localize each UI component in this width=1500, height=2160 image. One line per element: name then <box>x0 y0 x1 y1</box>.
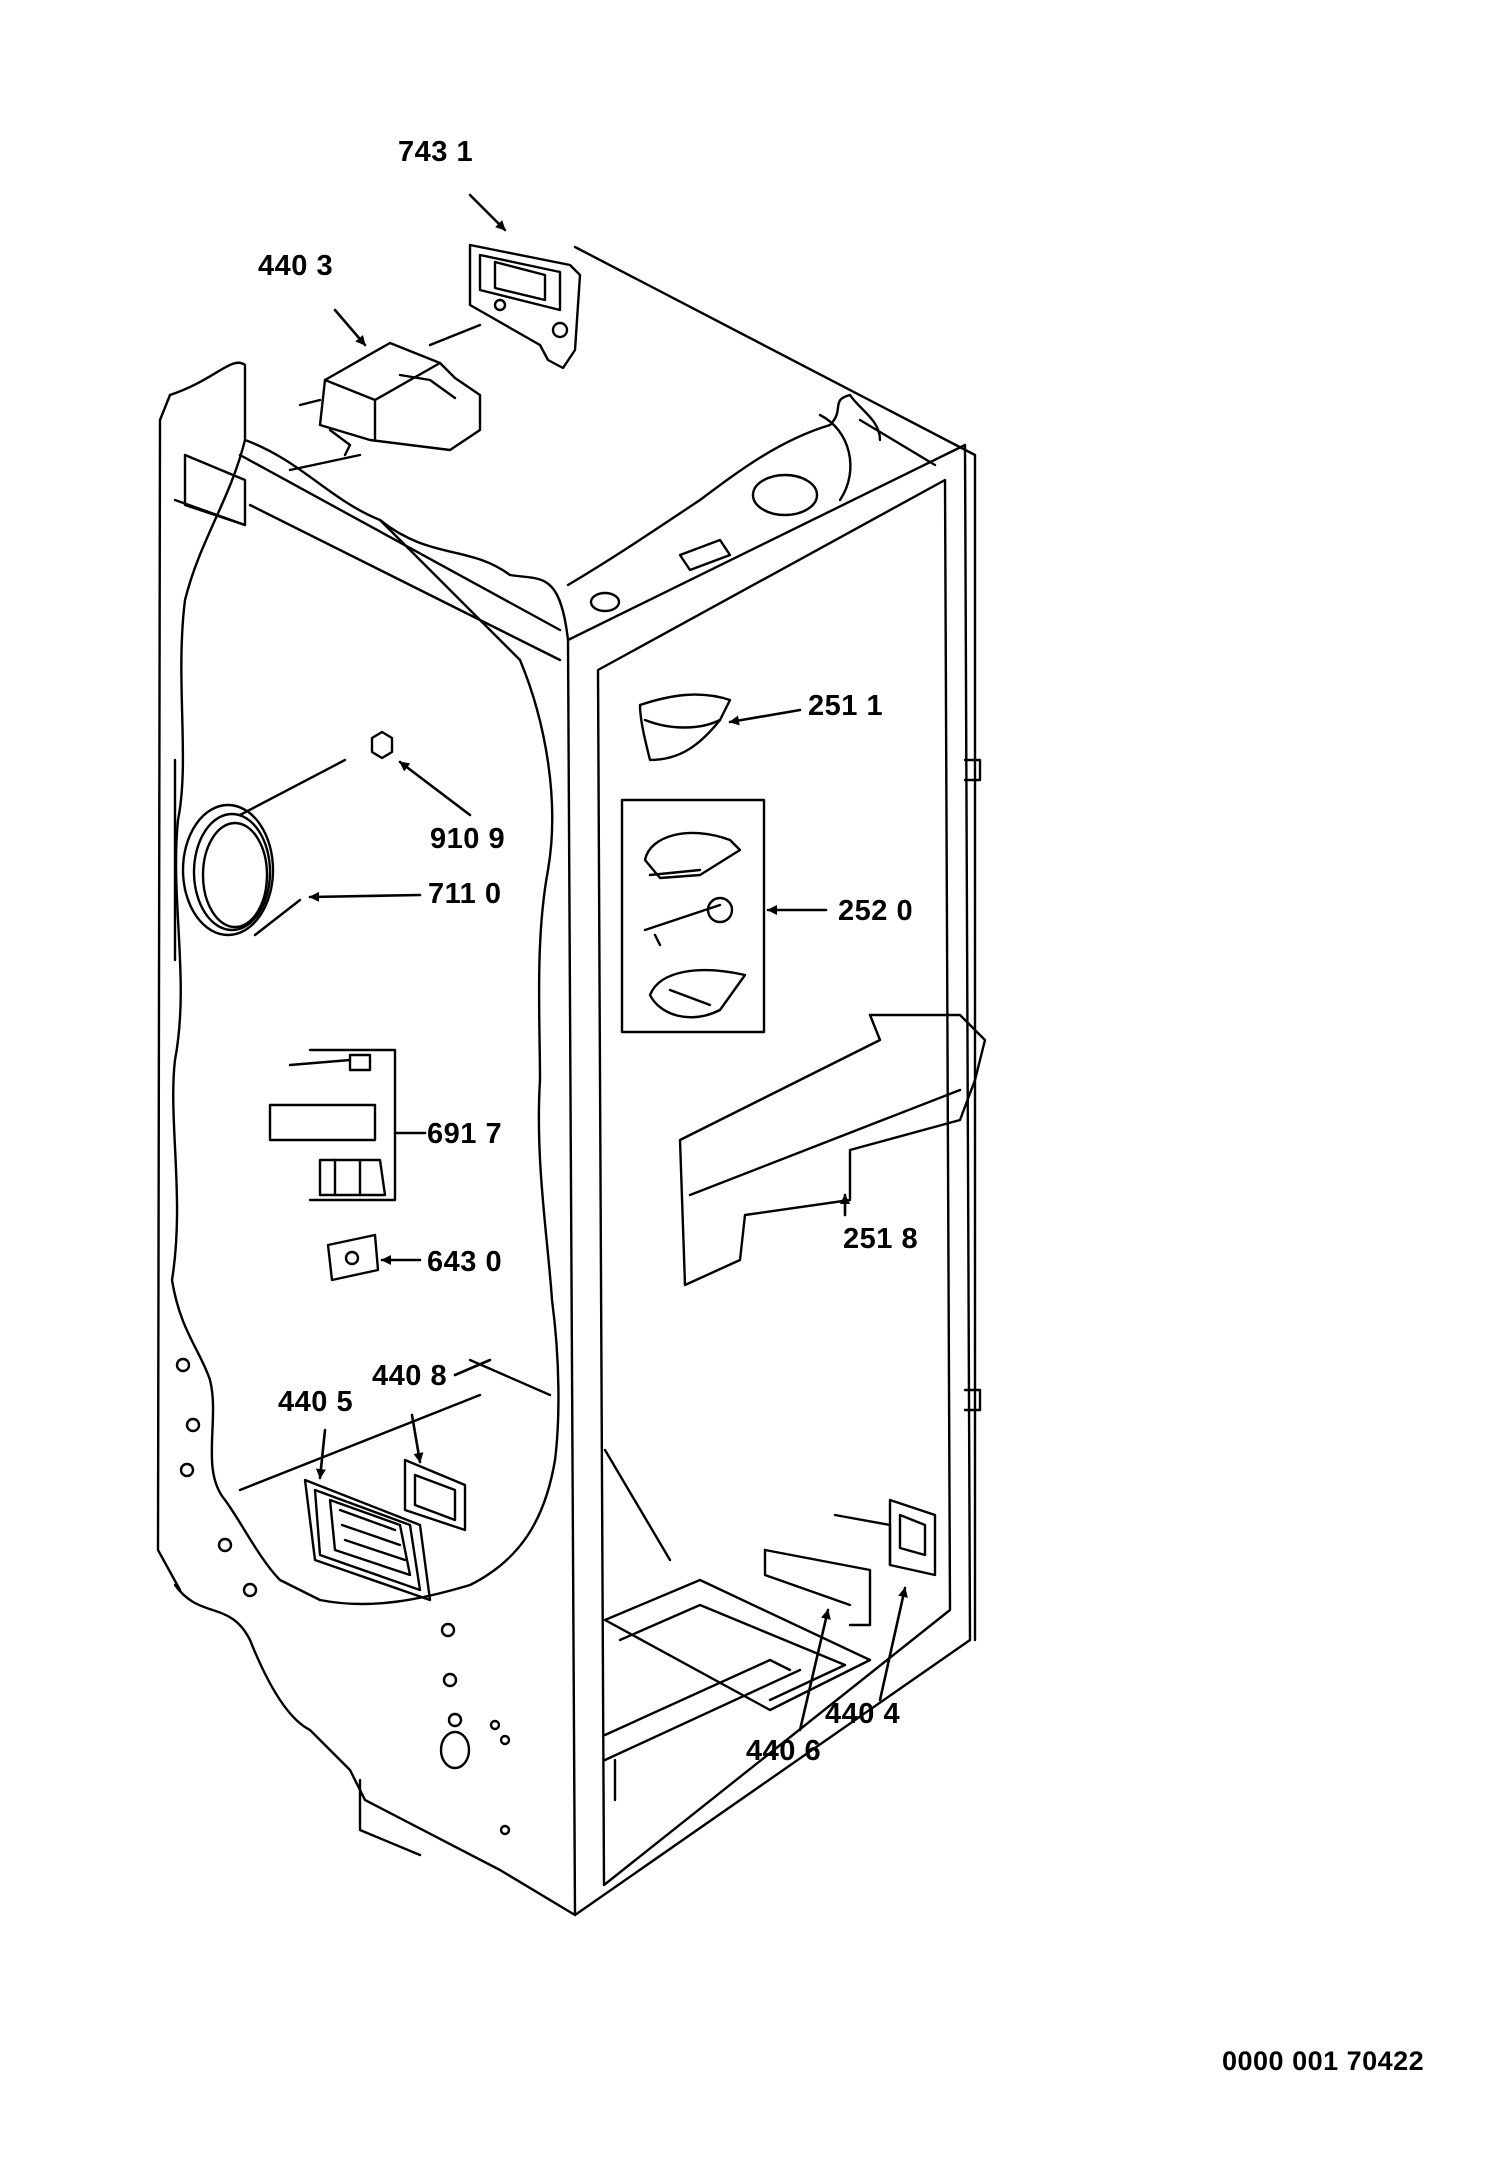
part-label-4408: 440 8 <box>372 1360 448 1392</box>
part-label-6430: 643 0 <box>427 1246 503 1278</box>
part-4403-drawing <box>290 325 480 470</box>
part-label-2518: 251 8 <box>843 1223 919 1255</box>
part-7431-drawing <box>470 245 580 368</box>
part-6917-drawing <box>270 1050 395 1200</box>
part-label-2511: 251 1 <box>808 690 884 722</box>
part-2511-drawing <box>640 695 730 760</box>
part-label-2520: 252 0 <box>838 895 914 927</box>
part-label-4404: 440 4 <box>825 1698 901 1730</box>
leader-lines <box>310 195 908 1730</box>
part-label-4406: 440 6 <box>746 1735 822 1767</box>
part-4404-drawing <box>835 1500 935 1575</box>
part-4408-drawing <box>405 1460 465 1530</box>
part-9109-drawing <box>372 732 392 758</box>
part-2520-drawing <box>622 800 764 1032</box>
part-label-7431: 743 1 <box>398 136 474 168</box>
part-4405-drawing <box>305 1480 430 1600</box>
part-label-6917: 691 7 <box>427 1118 503 1150</box>
part-7110-drawing <box>183 760 345 935</box>
part-4406-drawing <box>765 1550 870 1625</box>
part-2518-drawing <box>680 1015 985 1285</box>
part-label-9109: 910 9 <box>430 823 506 855</box>
cabinet-outline <box>158 247 980 1915</box>
part-label-4405: 440 5 <box>278 1386 354 1418</box>
part-label-4403: 440 3 <box>258 250 334 282</box>
part-label-7110: 711 0 <box>428 878 502 910</box>
drawing-reference-number: 0000 001 70422 <box>1222 2046 1425 2076</box>
part-6430-drawing <box>328 1235 378 1280</box>
